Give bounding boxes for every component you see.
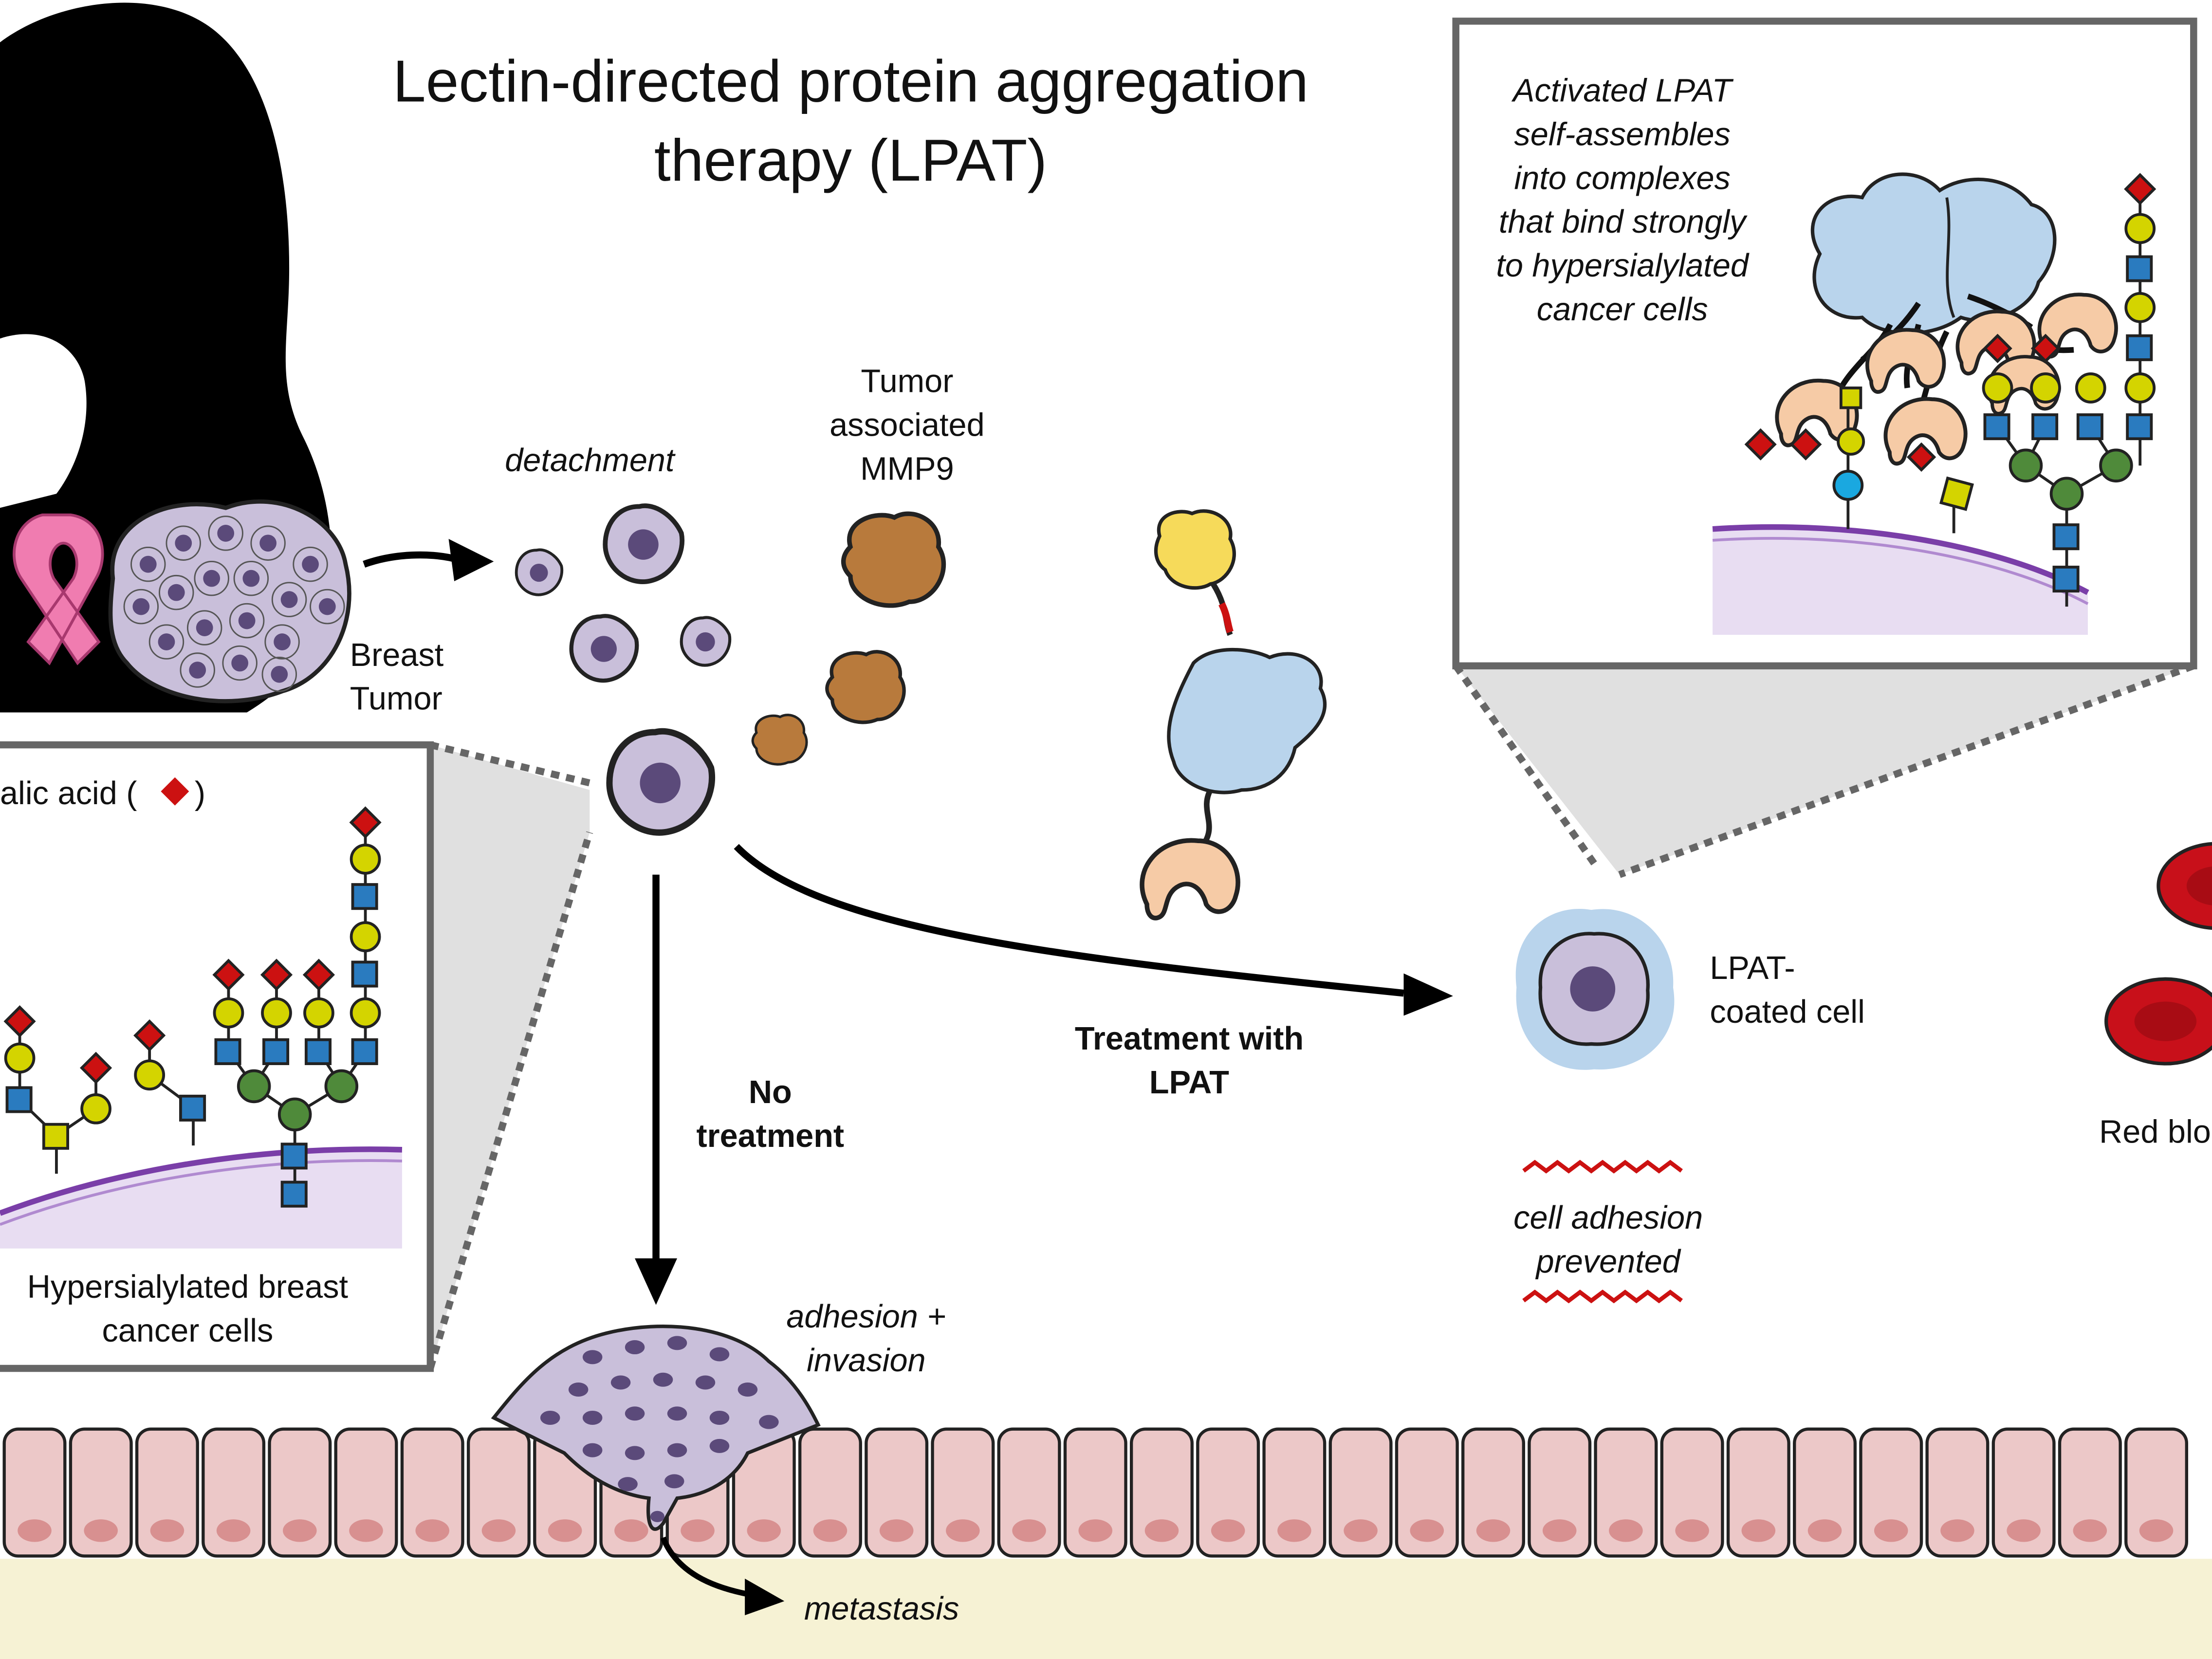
lpat-complex-icon [1777,172,2116,464]
glycan-icon [1744,173,2157,607]
no-treatment-label-2: treatment [696,1118,844,1154]
lpat-construct-icon [1142,509,1327,918]
mmp9-label-3: MMP9 [860,451,954,487]
tumor-cluster-icon [108,499,351,703]
lpat-coated-cell-icon [1515,908,1675,1070]
title-line-2: therapy (LPAT) [654,127,1047,193]
arrow-to-detachment [363,539,494,581]
lpat-coated-label-1: LPAT- [1710,950,1795,986]
adhesion-prevented-label-2: prevented [1535,1244,1681,1280]
right-inset-text-2: self-assembles [1514,116,1730,152]
left-inset-callout [430,745,590,1369]
right-membrane [1712,524,2089,635]
treatment-arrow [734,844,1453,1016]
left-inset-caption-2: cancer cells [102,1313,273,1349]
sialic-acid-label: alic acid ( [0,775,137,811]
left-callout-dash-top [429,741,591,787]
glycan-icon [3,806,382,1208]
title-line-1: Lectin-directed protein aggregation [393,48,1309,114]
wavy-line-bottom [1522,1290,1683,1304]
breast-tumor-label-2: Tumor [350,681,442,717]
right-inset-text-3: into complexes [1514,160,1731,196]
right-inset-text-4: that bind strongly [1499,204,1748,240]
red-blood-label: Red blo [2099,1114,2211,1150]
metastasis-arrow [660,1536,785,1616]
lpat-coated-label-2: coated cell [1710,994,1865,1030]
endothelium [4,1429,2187,1556]
sialic-acid-label-close: ) [195,775,205,811]
adhesion-invasion-label-1: adhesion + [786,1299,946,1335]
left-inset-caption-1: Hypersialylated breast [27,1269,349,1305]
metastasis-label: metastasis [804,1591,959,1627]
adhesion-prevented-label-1: cell adhesion [1513,1200,1703,1236]
invading-tumor-icon [491,1324,821,1531]
mmp9-label-2: associated [830,407,985,443]
treatment-label-1: Treatment with [1075,1021,1304,1057]
adhesion-invasion-label-2: invasion [807,1343,926,1379]
breast-tumor-label: Breast [350,637,444,673]
left-callout-dash-bottom [426,831,593,1370]
sialic-acid-legend-icon [161,777,189,806]
left-membrane [0,1146,403,1249]
no-treatment-label-1: No [749,1074,792,1110]
ribbon-icon [13,513,104,665]
detachment-label: detachment [505,442,676,479]
mmp9-label-1: Tumor [861,364,953,400]
red-blood-cell-icon [2104,842,2212,1066]
wavy-line-top [1522,1160,1683,1174]
no-treatment-arrow [635,874,678,1305]
treatment-label-2: LPAT [1149,1065,1229,1101]
right-inset-callout [1456,665,2194,875]
mmp9-enzyme-icon [753,514,943,764]
right-inset-text-6: cancer cells [1537,292,1708,328]
right-inset-text-1: Activated LPAT [1511,73,1734,109]
right-inset-text-5: to hypersialylated [1496,248,1750,284]
stroma [0,1559,2212,1659]
